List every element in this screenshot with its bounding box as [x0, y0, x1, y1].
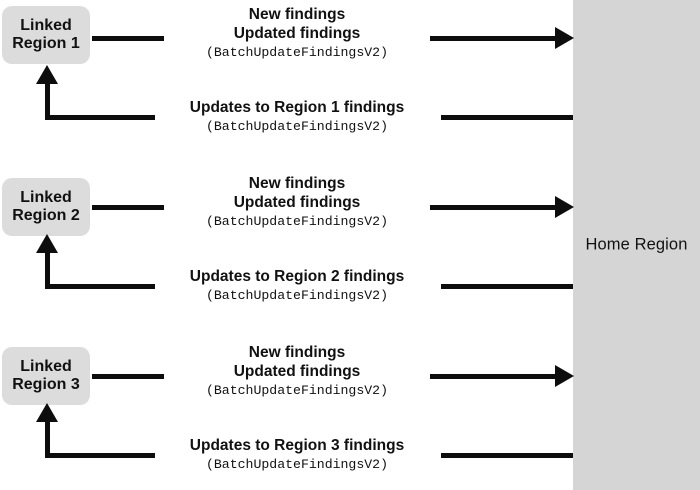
linked-region-3-box: Linked Region 3 [2, 347, 90, 405]
outbound-title-line1-region-2: New findings [248, 175, 346, 192]
inbound-line-left-region-2 [45, 284, 155, 289]
linked-region-1-box: Linked Region 1 [2, 6, 90, 64]
inbound-arrow-head-region-3 [36, 403, 58, 422]
outbound-title-line2-region-2: Updated findings [233, 194, 361, 212]
inbound-api-region-3: (BatchUpdateFindingsV2) [205, 457, 389, 473]
outbound-title-line2-region-1: Updated findings [233, 25, 361, 43]
outbound-arrow-head-region-1 [555, 27, 574, 49]
inbound-line-right-region-1 [441, 115, 573, 120]
linked-region-2-label-line2: Region 2 [12, 207, 80, 224]
inbound-label-region-2: Updates to Region 2 findings (BatchUpdat… [164, 267, 430, 304]
outbound-label-region-1: New findings Updated findings (BatchUpda… [164, 5, 430, 62]
outbound-label-region-2: New findings Updated findings (BatchUpda… [164, 174, 430, 231]
outbound-arrow-head-region-3 [555, 365, 574, 387]
inbound-title-region-3: Updates to Region 3 findings [189, 437, 405, 454]
inbound-arrow-head-region-2 [36, 234, 58, 253]
inbound-line-right-region-2 [441, 284, 573, 289]
outbound-title-line2-region-3: Updated findings [233, 363, 361, 381]
linked-region-3-label-line1: Linked [20, 357, 72, 375]
outbound-line-region-1 [92, 36, 164, 41]
outbound-arrow-head-region-2 [555, 196, 574, 218]
inbound-line-vertical-region-3 [45, 421, 50, 458]
outbound-arrow-shaft-region-1 [430, 36, 561, 41]
inbound-arrow-head-region-1 [36, 65, 58, 84]
inbound-line-vertical-region-1 [45, 83, 50, 120]
inbound-line-vertical-region-2 [45, 252, 50, 289]
outbound-title-line1-region-1: New findings [248, 6, 346, 23]
inbound-line-left-region-3 [45, 453, 155, 458]
outbound-title-line1-region-3: New findings [248, 344, 346, 361]
home-region-label: Home Region [585, 235, 688, 254]
outbound-arrow-shaft-region-3 [430, 374, 561, 379]
inbound-label-region-1: Updates to Region 1 findings (BatchUpdat… [164, 98, 430, 135]
outbound-arrow-shaft-region-2 [430, 205, 561, 210]
linked-region-2-box: Linked Region 2 [2, 178, 90, 236]
inbound-api-region-2: (BatchUpdateFindingsV2) [205, 288, 389, 304]
linked-region-3-label-line2: Region 3 [12, 376, 80, 393]
outbound-label-region-3: New findings Updated findings (BatchUpda… [164, 343, 430, 400]
inbound-line-right-region-3 [441, 453, 573, 458]
outbound-line-region-3 [92, 374, 164, 379]
outbound-line-region-2 [92, 205, 164, 210]
inbound-api-region-1: (BatchUpdateFindingsV2) [205, 119, 389, 135]
inbound-line-left-region-1 [45, 115, 155, 120]
outbound-api-region-3: (BatchUpdateFindingsV2) [205, 383, 389, 399]
inbound-title-region-1: Updates to Region 1 findings [189, 99, 405, 116]
outbound-api-region-2: (BatchUpdateFindingsV2) [205, 214, 389, 230]
home-region-panel: Home Region [573, 0, 700, 490]
linked-region-1-label-line1: Linked [20, 16, 72, 34]
outbound-api-region-1: (BatchUpdateFindingsV2) [205, 45, 389, 61]
linked-region-1-label-line2: Region 1 [12, 35, 80, 52]
inbound-label-region-3: Updates to Region 3 findings (BatchUpdat… [164, 436, 430, 473]
linked-region-2-label-line1: Linked [20, 188, 72, 206]
inbound-title-region-2: Updates to Region 2 findings [189, 268, 405, 285]
